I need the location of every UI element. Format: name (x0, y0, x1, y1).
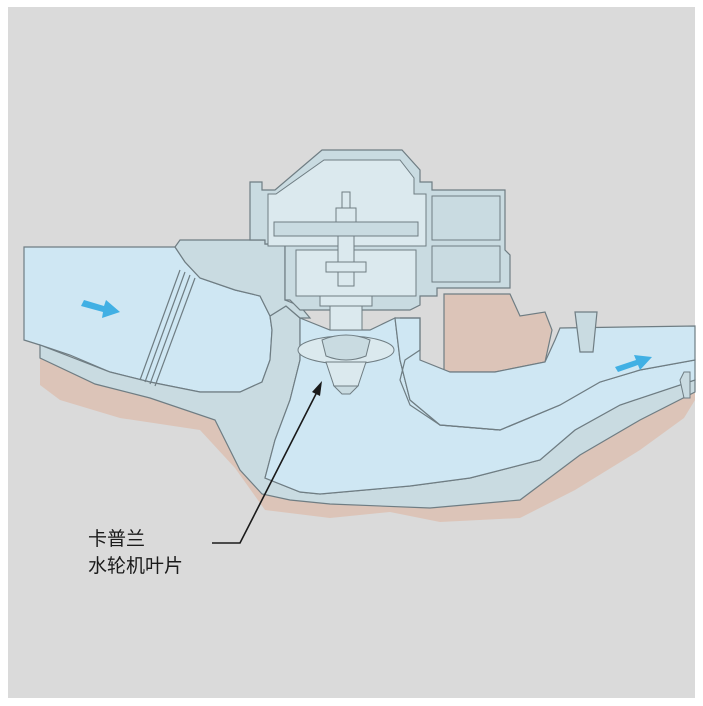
arrow-right-icon (615, 355, 652, 372)
kaplan-runner (297, 334, 395, 395)
crane-beam (273, 221, 419, 237)
callout-line-1: 卡普兰 (88, 528, 146, 550)
tailwater (394, 317, 696, 431)
turbine-shaft (319, 191, 373, 331)
callout-line-2: 水轮机叶片 (88, 555, 184, 577)
downstream-pier (574, 311, 598, 353)
side-room-upper (431, 195, 501, 241)
callout-leader (212, 381, 322, 544)
draft-tube-wall (399, 317, 561, 431)
arrow-right-icon (81, 300, 120, 318)
generator-chamber (295, 249, 417, 297)
trash-rack (139, 269, 196, 387)
callout-label: 卡普兰 水轮机叶片 (88, 526, 183, 580)
side-room-lower (431, 245, 501, 283)
downstream-wall (679, 371, 691, 399)
